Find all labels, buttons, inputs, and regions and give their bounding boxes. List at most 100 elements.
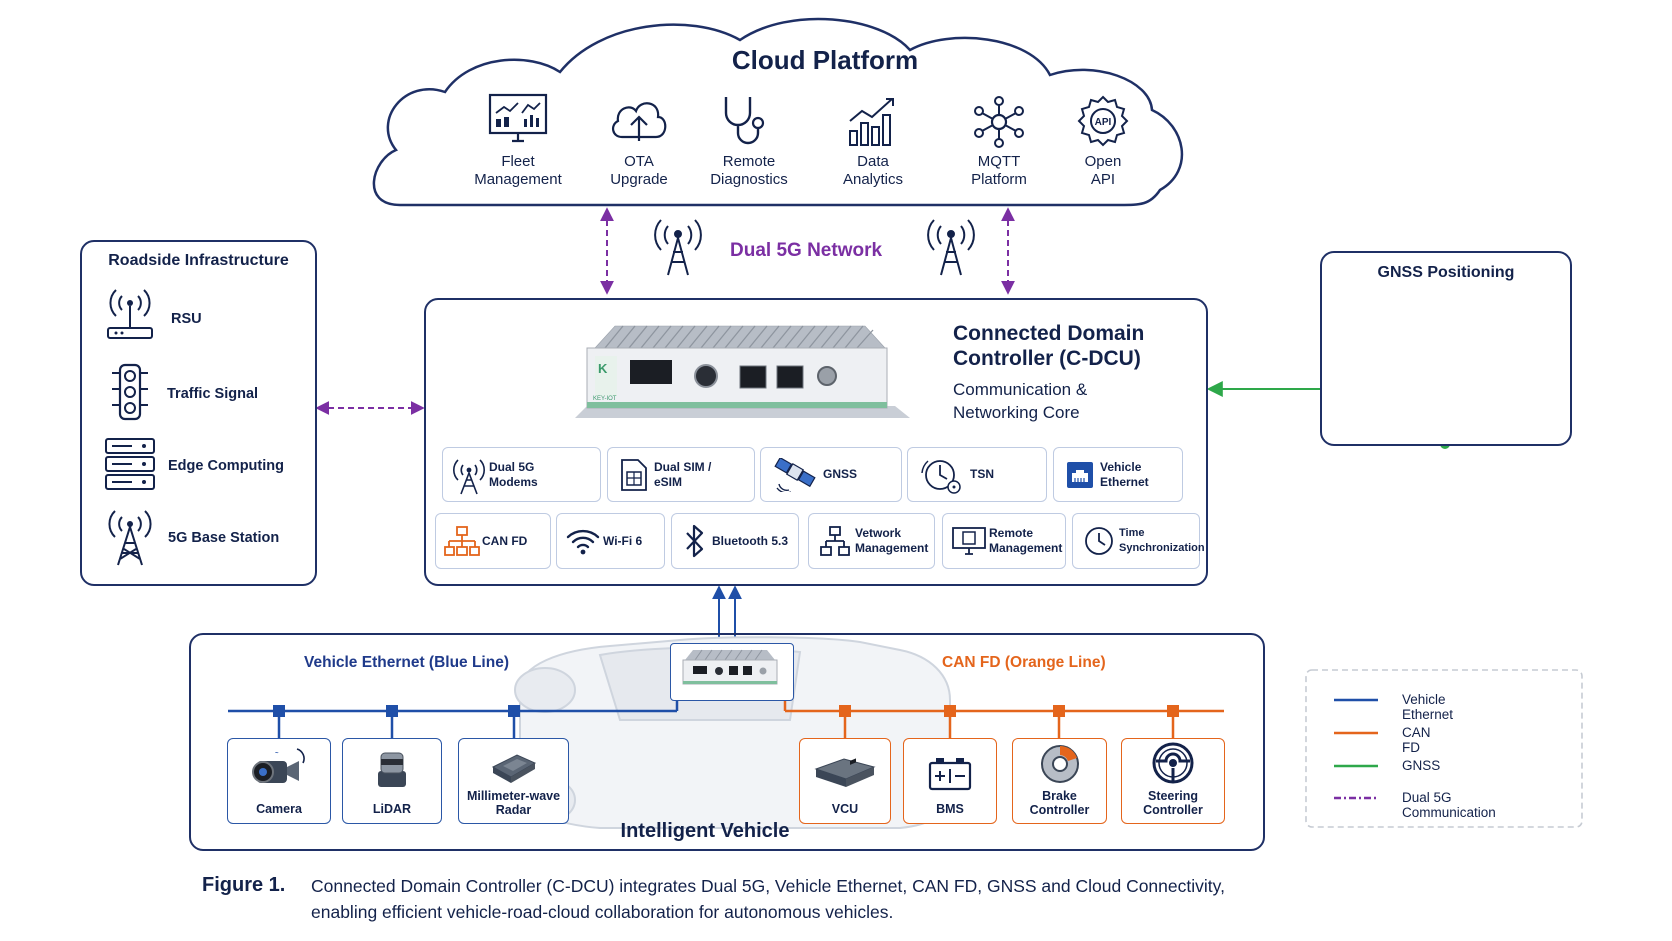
eth-node: [273, 705, 285, 717]
cdcu-title: Connected Domain Controller (C-DCU): [953, 321, 1144, 371]
legend-item-dual5g: Dual 5G Communication: [1402, 790, 1496, 820]
tower-icon-left: [654, 219, 702, 276]
device-label: Brake: [1042, 789, 1077, 803]
device-brand-label: KEY-IOT: [593, 396, 617, 402]
roadside-item-traffic-signal: Traffic Signal: [167, 386, 258, 402]
device-lidar: LiDAR: [342, 738, 442, 824]
server-rack-icon: [105, 438, 155, 490]
feature-label: Synchronization: [1119, 542, 1205, 554]
feature-can-fd: CAN FD: [435, 513, 551, 569]
network-label: Dual 5G Network: [730, 240, 883, 261]
stethoscope-icon: [724, 97, 765, 145]
feature-label: CAN FD: [482, 533, 528, 548]
can-node: [944, 705, 956, 717]
cloud-item-openapi: Open API: [1053, 153, 1153, 189]
cloud-item-label: Management: [474, 171, 562, 188]
vehicle-panel: [189, 633, 1265, 851]
svg-text:API: API: [1095, 117, 1112, 128]
traffic-light-icon: [112, 363, 148, 421]
cloud-item-label: OTA: [624, 153, 654, 170]
device-label: Camera: [256, 802, 302, 816]
gnss-title: GNSS Positioning: [1377, 264, 1515, 281]
roadside-item-label: Edge Computing: [168, 458, 284, 474]
device-label: Radar: [495, 803, 532, 817]
cloud-item-label: Remote: [722, 153, 776, 170]
roadside-item-edge-computing: Edge Computing: [168, 458, 284, 474]
can-node: [1167, 705, 1179, 717]
caption-label: Figure 1.: [202, 874, 286, 896]
feature-bluetooth: Bluetooth 5.3: [671, 513, 799, 569]
eth-node: [386, 705, 398, 717]
can-node: [839, 705, 851, 717]
cdcu-title-line2: Controller (C-DCU): [953, 347, 1141, 370]
cdcu-mini-icon: [682, 649, 778, 685]
feature-label: Wi-Fi 6: [603, 533, 643, 548]
cloud-item-diagnostics: Remote Diagnostics: [694, 153, 804, 189]
can-node: [1053, 705, 1065, 717]
cloud-item-label: Fleet: [501, 153, 535, 170]
roadside-item-label: Traffic Signal: [167, 386, 259, 402]
feature-label: TSN: [970, 467, 994, 481]
cloud-item-label: Data: [857, 153, 889, 170]
roadside-item-rsu: RSU: [171, 311, 202, 327]
network-tree-icon: [820, 526, 850, 556]
device-label: Controller: [1143, 803, 1203, 817]
remote-monitor-icon: [952, 527, 986, 555]
device-label: LiDAR: [372, 802, 412, 816]
tower-signal-icon: [453, 458, 485, 494]
feature-label: GNSS: [823, 467, 858, 481]
feature-label: Modems: [489, 474, 538, 489]
vehicle-can-label: CAN FD (Orange Line): [942, 654, 1106, 671]
clock-sync-icon: [921, 459, 961, 494]
cloud-item-label: Diagnostics: [710, 171, 788, 188]
gnss-panel: [1320, 251, 1572, 446]
caption-line2: enabling efficient vehicle-road-cloud co…: [311, 902, 894, 922]
lidar-icon: [378, 752, 406, 787]
roadside-item-label: RSU: [171, 311, 202, 327]
device-label: Millimeter-wave: [466, 789, 561, 803]
api-gear-icon: API: [1077, 95, 1129, 147]
feature-label: Management: [989, 541, 1063, 555]
device-label: BMS: [936, 802, 964, 816]
feature-label: Dual SIM /: [654, 459, 712, 474]
cdcu-subtitle-line1: Communication &: [953, 380, 1088, 399]
device-label: VCU: [831, 802, 859, 816]
device-label: Steering: [1147, 789, 1198, 803]
feature-dual-sim: Dual SIM /eSIM: [607, 447, 755, 502]
monitor-dashboard-icon: [488, 93, 548, 143]
bar-chart-icon: [849, 98, 894, 146]
feature-label: Dual 5G: [489, 459, 535, 474]
feature-wifi-6: Wi-Fi 6: [556, 513, 665, 569]
svg-text:~: ~: [275, 751, 279, 757]
cdcu-title-line1: Connected Domain: [953, 322, 1145, 345]
radar-icon: [491, 754, 536, 783]
battery-icon: [928, 758, 972, 791]
camera-icon: ~: [252, 748, 305, 783]
cloud-item-analytics: Data Analytics: [823, 153, 923, 189]
wifi-icon: [566, 529, 600, 555]
device-camera: ~ Camera: [227, 738, 331, 824]
clock-icon: [1085, 527, 1113, 555]
svg-text:K: K: [598, 361, 608, 376]
feature-label: Vehicle: [1100, 459, 1142, 474]
cloud-shape: [372, 17, 1184, 207]
bluetooth-icon: [686, 524, 704, 558]
network-hub-icon: [974, 96, 1024, 148]
cloud-item-label: Open: [1084, 153, 1122, 170]
cloud-item-label: API: [1090, 171, 1116, 188]
vcu-icon: [814, 758, 876, 787]
device-vcu: VCU: [799, 738, 891, 824]
cloud-item-label: Analytics: [842, 171, 904, 188]
device-bms: BMS: [903, 738, 997, 824]
legend-item-ethernet: Vehicle Ethernet: [1402, 692, 1454, 722]
feature-label: Vetwork: [855, 526, 902, 540]
feature-label: Remote: [989, 526, 1034, 540]
cloud-item-label: MQTT: [977, 153, 1021, 170]
roadside-item-label: 5G Base Station: [168, 530, 280, 546]
